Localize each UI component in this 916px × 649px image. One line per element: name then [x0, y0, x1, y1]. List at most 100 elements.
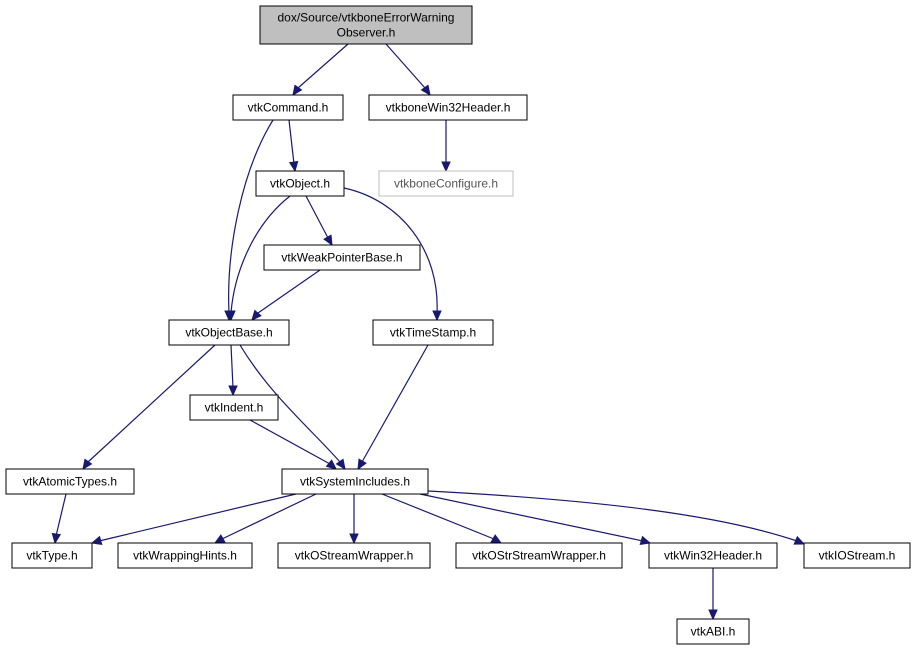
- node-label: dox/Source/vtkboneErrorWarning: [278, 11, 455, 25]
- edge-vtkSystemIncludes-to-vtkIOStream: [427, 490, 806, 545]
- node-box[interactable]: [263, 244, 421, 271]
- node-vtkboneWin32Header[interactable]: vtkboneWin32Header.h: [368, 94, 528, 121]
- edge-arrowhead: [793, 535, 806, 545]
- edge-arrowhead: [82, 458, 93, 471]
- node-label: vtkABI.h: [691, 625, 736, 639]
- node-vtkObject[interactable]: vtkObject.h: [255, 170, 345, 197]
- node-vtkCommand[interactable]: vtkCommand.h: [232, 94, 344, 121]
- node-box[interactable]: [232, 94, 344, 121]
- node-vtkWeakPointerBase[interactable]: vtkWeakPointerBase.h: [263, 244, 421, 271]
- edge-vtkObjectBase-to-vtkSystemIncludes: [239, 344, 346, 471]
- node-box[interactable]: [648, 542, 778, 569]
- edge-vtkSystemIncludes-to-vtkOStrStreamWrapper: [381, 493, 503, 544]
- node-box[interactable]: [189, 394, 279, 421]
- edge-arrowhead: [251, 309, 262, 321]
- edge-vtkWeakPointerBase-to-vtkObjectBase: [251, 269, 321, 321]
- edge-vtkObjectBase-to-vtkIndent: [228, 344, 238, 397]
- node-box[interactable]: [277, 542, 431, 569]
- node-box[interactable]: [803, 542, 911, 569]
- edge-vtkSystemIncludes-to-vtkOStreamWrapper: [349, 494, 359, 545]
- node-label: vtkboneWin32Header.h: [386, 101, 511, 115]
- node-vtkWrappingHints[interactable]: vtkWrappingHints.h: [117, 542, 253, 569]
- node-box[interactable]: [378, 170, 514, 197]
- edge-line: [228, 119, 274, 314]
- edge-arrowhead: [708, 609, 718, 621]
- edge-vtkSystemIncludes-to-vtkWin32Header: [419, 493, 652, 545]
- edge-line: [343, 187, 438, 314]
- node-box[interactable]: [368, 94, 528, 121]
- edge-arrowhead: [639, 535, 652, 545]
- edge-line: [230, 195, 291, 314]
- node-vtkType[interactable]: vtkType.h: [11, 542, 93, 569]
- edge-arrowhead: [325, 459, 337, 470]
- edge-line: [361, 344, 429, 463]
- edge-arrowhead: [228, 385, 238, 397]
- node-vtkTimeStamp[interactable]: vtkTimeStamp.h: [372, 319, 494, 346]
- edge-line: [385, 43, 426, 89]
- edge-vtkObject-to-vtkWeakPointerBase: [305, 195, 333, 247]
- node-label: vtkObject.h: [270, 177, 330, 191]
- node-box[interactable]: [259, 5, 473, 45]
- edge-line: [55, 493, 67, 537]
- edge-arrowhead: [420, 84, 431, 97]
- edge-line: [297, 43, 349, 89]
- edge-arrowhead: [335, 458, 346, 471]
- nodes-layer: dox/Source/vtkboneErrorWarningObserver.h…: [5, 5, 911, 645]
- node-box[interactable]: [372, 319, 494, 346]
- edges-layer: [51, 43, 806, 621]
- node-vtkAtomicTypes[interactable]: vtkAtomicTypes.h: [5, 468, 135, 495]
- node-label: vtkType.h: [26, 549, 77, 563]
- node-label: vtkIOStream.h: [819, 549, 896, 563]
- edge-vtkboneWin32Header-to-vtkboneConfigure: [441, 120, 451, 173]
- edge-arrowhead: [490, 534, 503, 544]
- edge-arrowhead: [90, 535, 103, 545]
- node-box[interactable]: [676, 618, 750, 645]
- edge-root-to-vtkCommand: [292, 43, 349, 97]
- node-box[interactable]: [281, 468, 429, 495]
- edge-line: [381, 493, 495, 540]
- edge-line: [419, 493, 644, 542]
- node-vtkIndent[interactable]: vtkIndent.h: [189, 394, 279, 421]
- edge-line: [230, 344, 234, 389]
- node-vtkObjectBase[interactable]: vtkObjectBase.h: [168, 319, 290, 346]
- edge-line: [305, 195, 329, 239]
- node-box[interactable]: [5, 468, 135, 495]
- node-vtkWin32Header[interactable]: vtkWin32Header.h: [648, 542, 778, 569]
- edge-line: [87, 344, 216, 463]
- edge-arrowhead: [288, 160, 299, 173]
- node-vtkSystemIncludes[interactable]: vtkSystemIncludes.h: [281, 468, 429, 495]
- node-vtkIOStream[interactable]: vtkIOStream.h: [803, 542, 911, 569]
- node-vtkboneConfigure[interactable]: vtkboneConfigure.h: [378, 170, 514, 197]
- node-box[interactable]: [455, 542, 623, 569]
- node-box[interactable]: [255, 170, 345, 197]
- edge-vtkWin32Header-to-vtkABI: [708, 568, 718, 621]
- edge-arrowhead: [357, 458, 367, 471]
- node-box[interactable]: [11, 542, 93, 569]
- node-label: Observer.h: [337, 26, 396, 40]
- edge-vtkObject-to-vtkTimeStamp: [343, 187, 442, 322]
- edge-arrowhead: [213, 534, 226, 544]
- edge-arrowhead: [432, 310, 442, 322]
- node-vtkOStrStreamWrapper[interactable]: vtkOStrStreamWrapper.h: [455, 542, 623, 569]
- edge-root-to-vtkboneWin32Header: [385, 43, 431, 97]
- node-label: vtkWin32Header.h: [664, 549, 762, 563]
- node-box[interactable]: [117, 542, 253, 569]
- edge-vtkTimeStamp-to-vtkSystemIncludes: [357, 344, 429, 471]
- node-label: vtkCommand.h: [248, 101, 329, 115]
- edge-arrowhead: [349, 533, 359, 545]
- edge-arrowhead: [441, 161, 451, 173]
- edge-line: [239, 344, 341, 463]
- node-label: vtkOStreamWrapper.h: [295, 549, 414, 563]
- edge-vtkIndent-to-vtkSystemIncludes: [249, 419, 337, 470]
- edge-arrowhead: [292, 84, 303, 97]
- node-label: vtkObjectBase.h: [185, 326, 272, 340]
- node-label: vtkTimeStamp.h: [390, 326, 476, 340]
- node-label: vtkSystemIncludes.h: [300, 475, 410, 489]
- node-vtkOStreamWrapper[interactable]: vtkOStreamWrapper.h: [277, 542, 431, 569]
- node-vtkABI[interactable]: vtkABI.h: [676, 618, 750, 645]
- node-box[interactable]: [168, 319, 290, 346]
- node-label: vtkOStrStreamWrapper.h: [472, 549, 606, 563]
- node-label: vtkWrappingHints.h: [133, 549, 237, 563]
